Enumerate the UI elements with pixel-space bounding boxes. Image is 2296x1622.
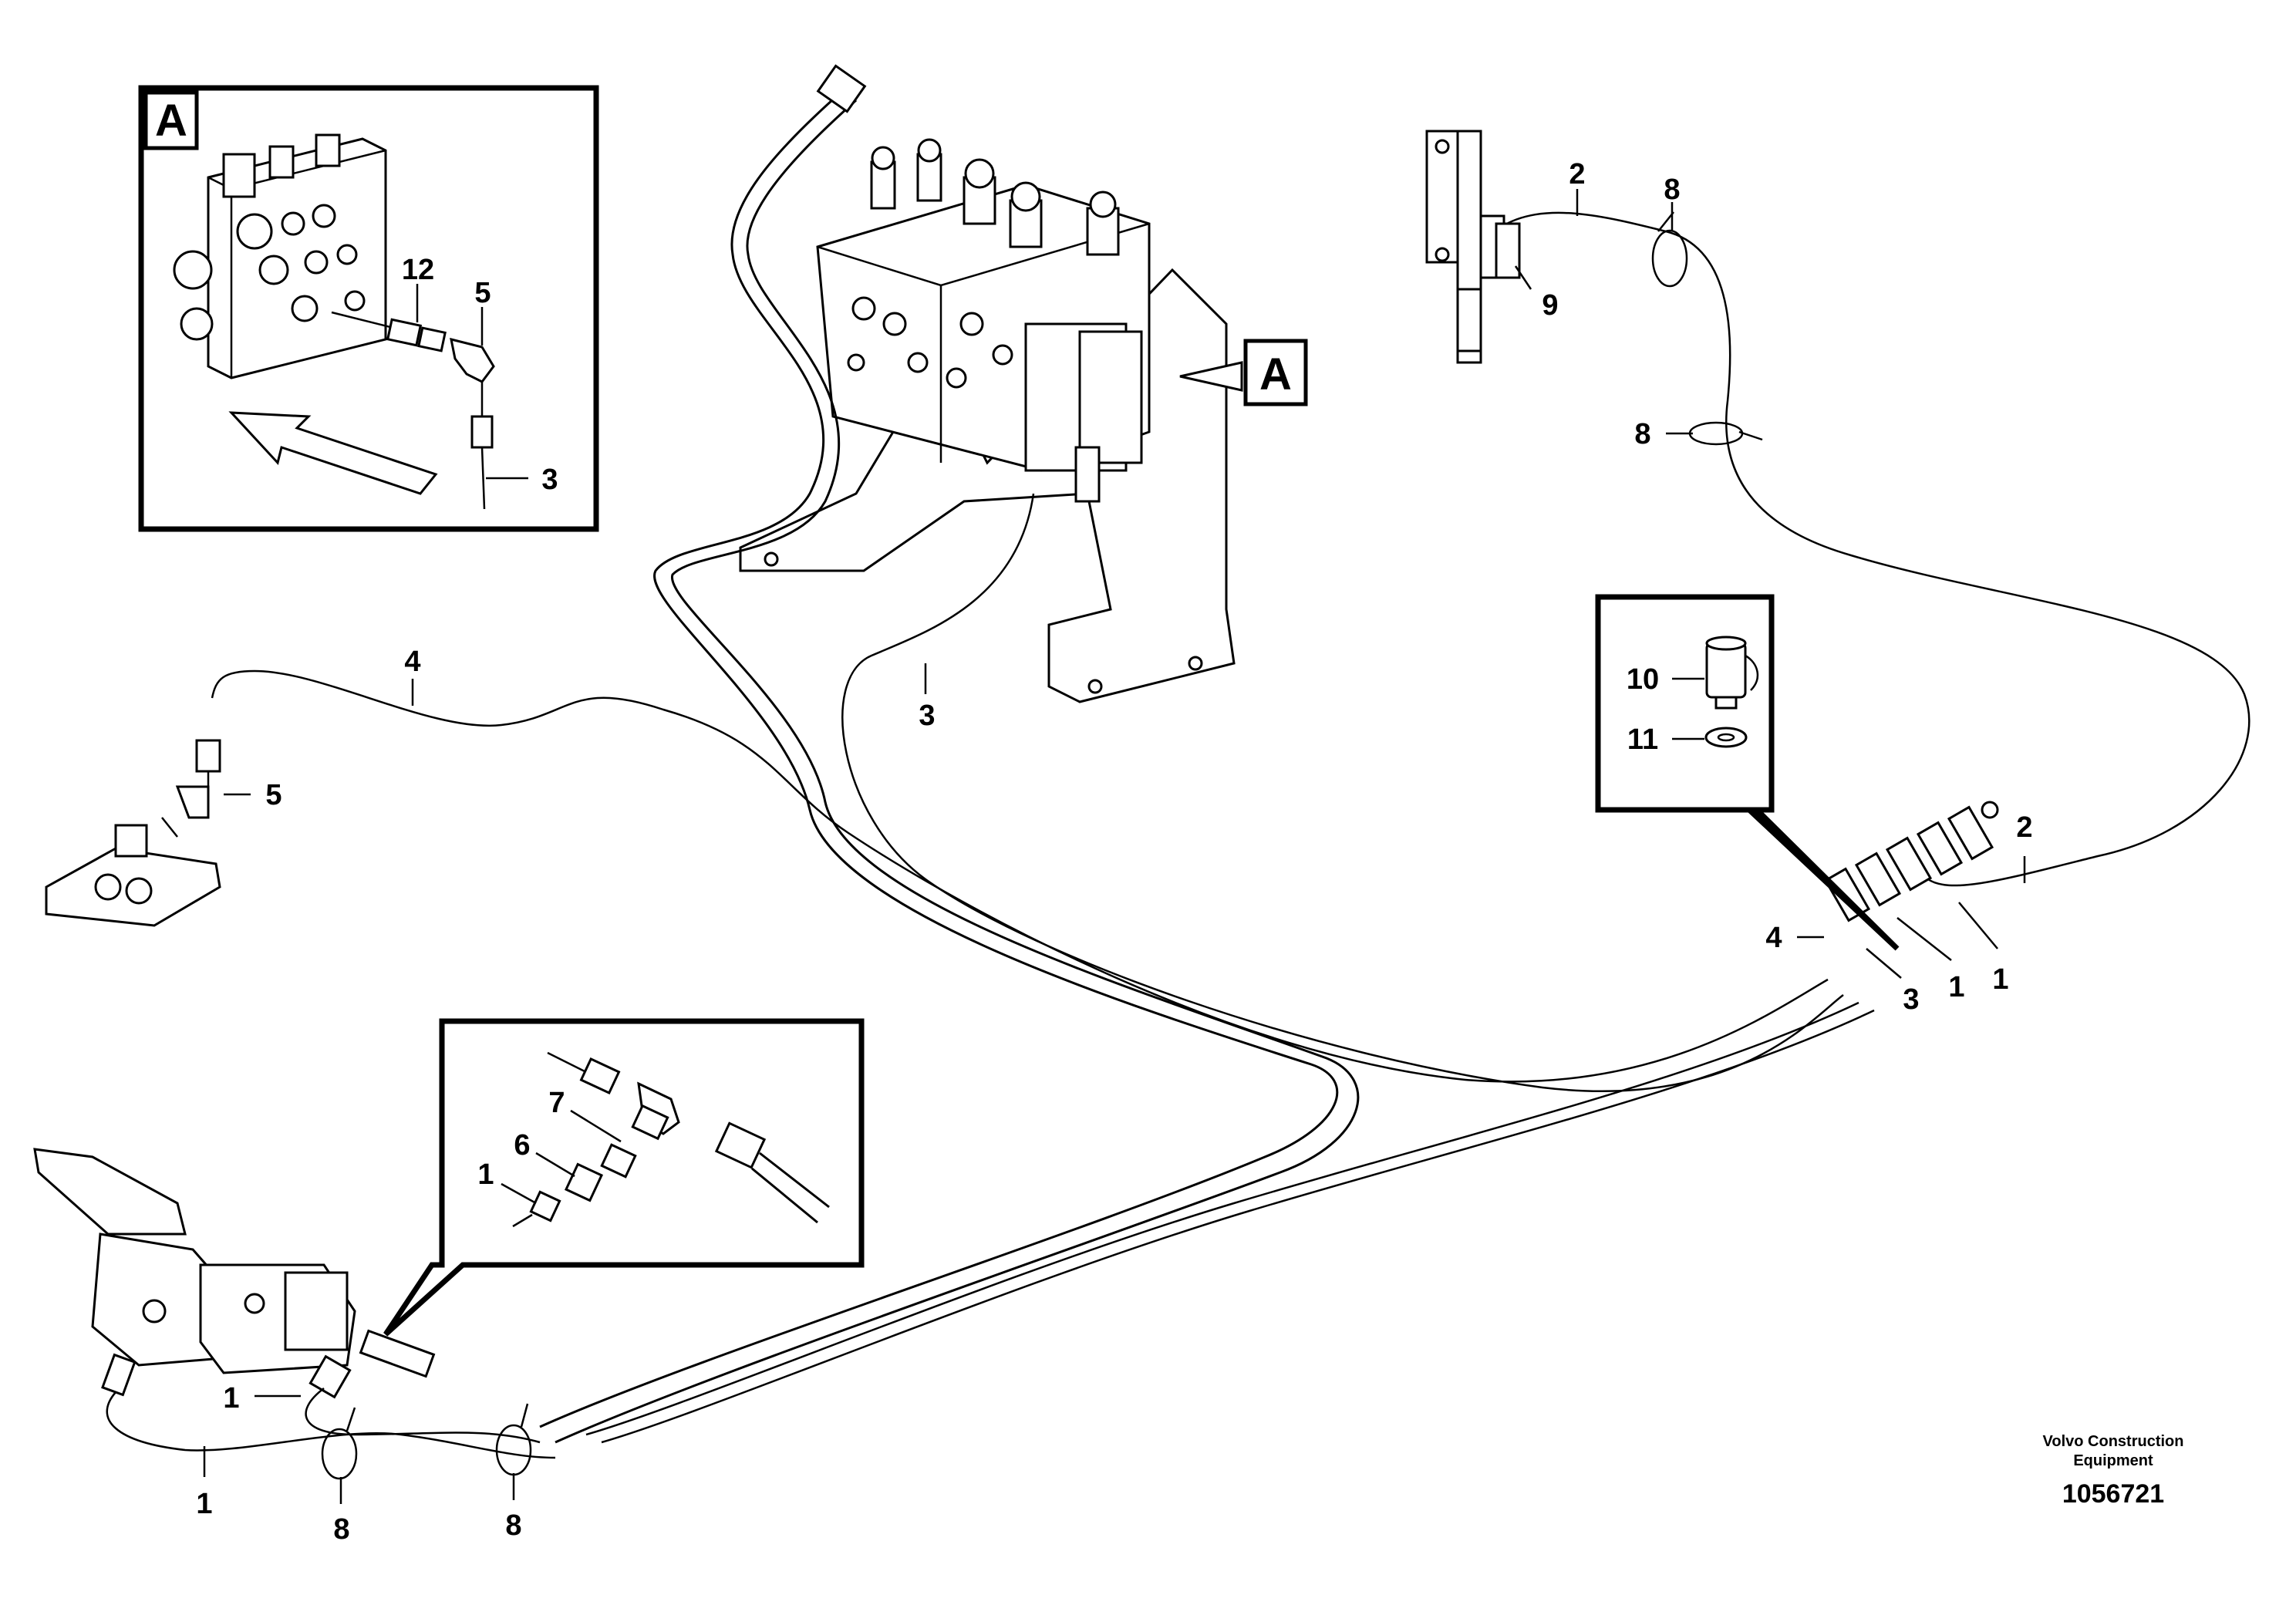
sensor-detail-inset: 10 11 <box>1595 594 1900 951</box>
callout-9: 9 <box>1542 289 1558 322</box>
right-valve <box>1425 130 1521 364</box>
main-view-a-tag: A <box>1179 339 1308 406</box>
pilot-control-valve <box>33 1148 556 1459</box>
clip-8-upper <box>1651 211 1688 288</box>
callout-1-fitting: 1 <box>477 1158 494 1191</box>
clip-8-bottom-left <box>321 1407 358 1480</box>
main-pressure-hose <box>539 64 1360 1444</box>
callout-1-right-b: 1 <box>1992 963 2008 996</box>
callout-5-detail-a: 5 <box>474 277 491 309</box>
callout-3-right: 3 <box>1903 983 1919 1016</box>
callout-8-top: 8 <box>1664 174 1680 206</box>
company-line-1: Volvo Construction <box>2043 1433 2184 1450</box>
main-control-valve <box>739 138 1236 703</box>
callout-4-right: 4 <box>1765 922 1782 954</box>
detail-a-valve-block <box>173 133 387 379</box>
detail-a-direction-arrow <box>228 411 438 495</box>
callout-8-bottom-right: 8 <box>505 1509 521 1542</box>
line-4 <box>211 669 1829 1083</box>
callout-5-left: 5 <box>265 779 282 811</box>
callout-2-right: 2 <box>2016 811 2032 844</box>
detail-a-fittings <box>331 311 495 510</box>
callout-2-top: 2 <box>1569 158 1585 191</box>
left-block <box>45 739 221 927</box>
callout-4-left: 4 <box>404 646 420 678</box>
main-a-tag: A <box>1259 349 1292 400</box>
callout-1-right-a: 1 <box>1948 971 1964 1003</box>
detail-a-tag-box <box>143 90 199 150</box>
callout-7: 7 <box>548 1087 565 1119</box>
callout-3-main: 3 <box>919 700 935 732</box>
callout-1-bottom-a: 1 <box>223 1382 239 1415</box>
drawing-number: 1056721 <box>2062 1479 2164 1509</box>
line-1-long <box>585 1001 1859 1436</box>
company-line-2: Equipment <box>2073 1452 2153 1469</box>
detail-a-inset: A <box>138 85 599 532</box>
line-3 <box>841 493 1844 1092</box>
callout-8-bottom-left: 8 <box>333 1513 349 1546</box>
detail-a-tag: A <box>155 96 187 146</box>
callout-8-middle: 8 <box>1634 418 1650 450</box>
callout-3-detail-a: 3 <box>541 464 558 496</box>
callout-12-detail-a: 12 <box>402 254 434 286</box>
callout-10: 10 <box>1627 663 1659 696</box>
fitting-detail-inset: 7 6 1 <box>383 1018 865 1337</box>
main-callouts: 3 4 5 2 8 9 8 2 4 3 1 1 1 1 8 8 <box>196 158 2032 1546</box>
callout-11: 11 <box>1627 723 1658 756</box>
footer: Volvo Construction Equipment 1056721 <box>2043 1433 2184 1509</box>
callout-6: 6 <box>514 1129 530 1162</box>
callout-1-bottom-b: 1 <box>196 1488 212 1520</box>
